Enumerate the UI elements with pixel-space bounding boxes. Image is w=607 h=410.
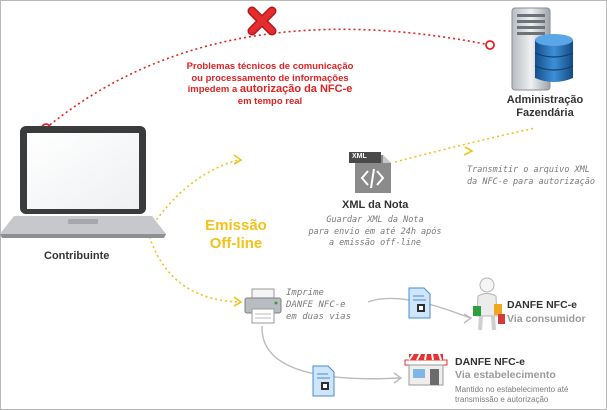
gray-arrow-consumer [463,313,473,324]
print-line-3: em duas vias [286,312,352,322]
yellow-dotted-to-printer [147,231,241,303]
problem-line-3: impedem a autorização da NFC-e [180,83,360,96]
xml-store-line-2: para envio em até 24h após [308,226,442,237]
print-line-2: DANFE NFC-e [286,300,346,310]
red-node-right [485,40,495,50]
yellow-arrow-1 [233,154,243,165]
xml-title: XML da Nota [342,199,409,211]
consumer-label: DANFE NFC-e Via consumidor [507,298,586,326]
store-note-line-2: transmissão e autorização [455,394,549,404]
offline-line-2: Off-line [209,235,263,252]
server-icon [511,7,574,91]
xml-store-line-3: a emissão off-line [328,238,422,248]
admin-line-1: Administração [506,94,584,106]
problem-line-2: ou processamento de informações [191,72,349,84]
failure-x-icon [247,6,277,36]
problem-text: Problemas técnicos de comunicação ou pro… [180,61,360,107]
consumer-person-icon [473,277,505,331]
admin-label: Administração Fazendária [490,94,600,120]
xml-document-icon [349,152,391,193]
problem-line-4: em tempo real [237,95,303,107]
store-icon [404,353,448,386]
receipt-icon-consumer [408,287,431,319]
problem-line-3-emph: autorização da NFC-e [239,83,353,95]
yellow-dotted-to-admin [394,127,536,163]
consumer-line-2: Via consumidor [507,313,586,325]
consumer-line-1: DANFE NFC-e [507,299,577,311]
offline-line-1: Emissão [205,217,267,234]
offline-label: Emissão Off-line [196,217,276,253]
xml-store-text: Guardar XML da Nota para envio em até 24… [300,215,450,250]
print-text: Imprime DANFE NFC-e em duas vias [286,287,351,323]
xml-transmit-line-1: Transmitir o arquivo XML [467,165,590,175]
problem-line-1: Problemas técnicos de comunicação [186,61,354,72]
store-label: DANFE NFC-e Via estabelecimento [455,356,556,382]
laptop-icon [0,126,166,238]
store-line-1: DANFE NFC-e [455,356,525,368]
printer-icon [244,288,282,324]
gray-path-store [261,325,401,380]
yellow-dotted-to-xml [147,159,239,233]
print-line-1: Imprime [286,288,324,298]
xml-transmit-text: Transmitir o arquivo XML da NFC-e para a… [467,165,595,188]
xml-store-line-1: Guardar XML da Nota [326,215,424,225]
yellow-arrow-3 [233,296,243,307]
gray-arrow-store [393,372,403,384]
xml-badge: XML [352,153,367,160]
admin-line-2: Fazendária [516,107,574,119]
problem-line-3-prefix: impedem a [187,84,238,95]
store-line-2: Via estabelecimento [455,369,556,381]
yellow-arrow-2 [463,146,474,156]
xml-transmit-line-2: da NFC-e para autorização [467,176,595,187]
store-note: Mantido no estabelecimento até transmiss… [455,385,568,404]
contribuinte-label: Contribuinte [44,250,110,262]
receipt-icon-store [312,365,335,397]
store-note-line-1: Mantido no estabelecimento até [455,385,569,394]
